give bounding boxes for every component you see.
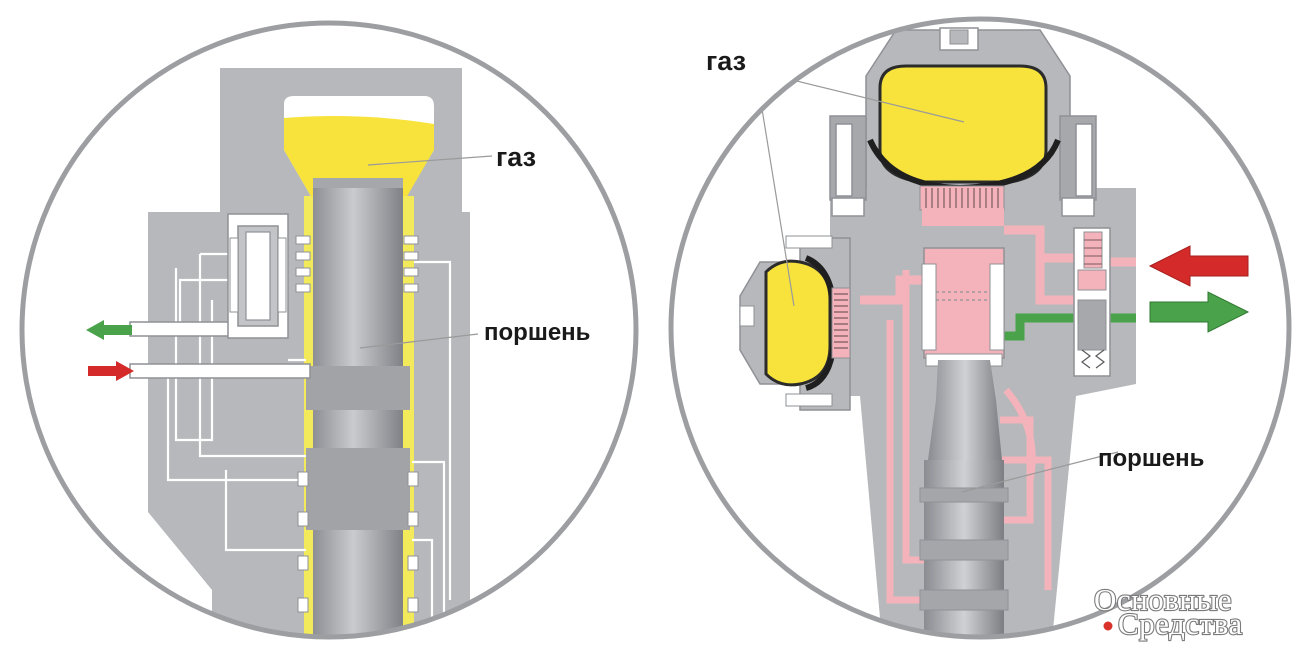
left-seals-upper-left xyxy=(295,235,311,293)
left-channels xyxy=(140,252,452,625)
left-outlet-port xyxy=(129,321,231,337)
right-top-gas-bladder xyxy=(878,64,1048,184)
left-piston-label: поршень xyxy=(484,319,590,346)
watermark-logo: Основные Средства xyxy=(1093,581,1243,642)
right-view-ring xyxy=(668,16,1292,640)
left-piston-rod xyxy=(313,178,403,637)
arrow-right-icon xyxy=(88,361,134,381)
left-gas-label: газ xyxy=(496,142,536,172)
right-piston-rod xyxy=(919,360,1009,637)
arrow-left-icon xyxy=(86,320,132,340)
left-valve-block xyxy=(227,213,289,339)
right-side-diaphragm xyxy=(831,287,851,359)
left-piston-band-2 xyxy=(306,448,410,530)
right-top-diaphragm xyxy=(919,185,1005,211)
right-side-gas-bladder xyxy=(764,259,832,387)
right-bolts-top xyxy=(829,115,1097,217)
right-check-valve xyxy=(1073,227,1111,377)
left-detail-view xyxy=(86,68,493,637)
watermark-line-1: Основные xyxy=(1094,582,1232,617)
right-detail-view xyxy=(739,27,1250,637)
right-inlet-arrow-icon xyxy=(1148,245,1249,287)
right-gas-label: газ xyxy=(706,46,746,76)
watermark-line-2: Средства xyxy=(1118,606,1243,641)
left-inlet-port xyxy=(129,363,311,379)
right-outlet-arrow-icon xyxy=(1149,291,1250,333)
left-piston-band-1 xyxy=(306,366,410,410)
left-seals-upper-right xyxy=(403,235,419,293)
watermark-dot xyxy=(1103,621,1113,631)
left-seals-lower xyxy=(297,471,419,613)
left-view-ring xyxy=(19,20,639,640)
right-piston-label: поршень xyxy=(1098,445,1204,472)
right-spool xyxy=(921,247,1005,367)
